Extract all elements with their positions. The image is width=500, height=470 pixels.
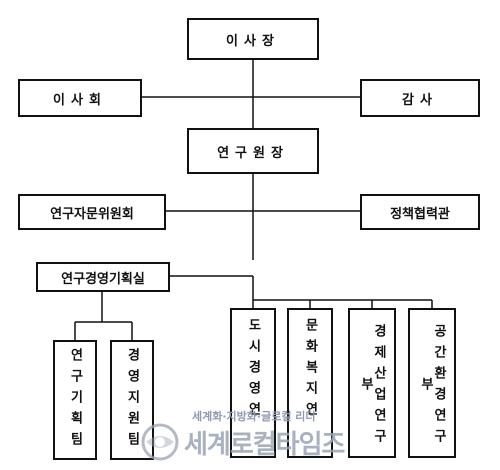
auditor-box: 감사 xyxy=(360,79,480,117)
culture-dept-box: 문화복지연 xyxy=(287,308,333,458)
policy-box: 정책협력관 xyxy=(360,194,480,230)
planning-office-label: 연구경영기획실 xyxy=(61,271,145,287)
management-support-team-label: 경영지원팀 xyxy=(124,347,140,453)
board-box: 이사회 xyxy=(18,79,142,117)
research-planning-team-box: 연구기획팀 xyxy=(53,340,97,460)
urban-dept-label: 도시경영연 xyxy=(245,318,261,423)
management-support-team-box: 경영지원팀 xyxy=(110,340,154,460)
auditor-label: 감사 xyxy=(402,92,438,108)
chair-label: 이사장 xyxy=(226,33,280,49)
space-dept-label: 공간환경연구부 xyxy=(418,324,446,450)
chair-box: 이사장 xyxy=(187,18,319,60)
advisory-label: 연구자문위원회 xyxy=(50,206,134,222)
watermark-tagline: 세계화·지방화·글로컬 리더 xyxy=(192,410,316,423)
board-label: 이사회 xyxy=(53,92,107,108)
watermark-logo-icon xyxy=(141,423,179,461)
culture-dept-label: 문화복지연 xyxy=(302,318,318,423)
policy-label: 정책협력관 xyxy=(390,206,450,222)
president-label: 연구원장 xyxy=(217,145,289,161)
planning-office-box: 연구경영기획실 xyxy=(36,262,170,292)
advisory-box: 연구자문위원회 xyxy=(18,194,166,230)
watermark-name: 세계로컬타임즈 xyxy=(184,430,345,460)
president-box: 연구원장 xyxy=(187,128,319,174)
space-dept-box: 공간환경연구부 xyxy=(408,308,456,458)
research-planning-team-label: 연구기획팀 xyxy=(67,347,83,453)
economy-dept-box: 경제산업연구부 xyxy=(348,308,396,458)
urban-dept-box: 도시경영연 xyxy=(230,308,276,458)
economy-dept-label: 경제산업연구부 xyxy=(358,324,386,450)
watermark: 세계화·지방화·글로컬 리더 세계로컬타임즈 xyxy=(140,408,390,464)
